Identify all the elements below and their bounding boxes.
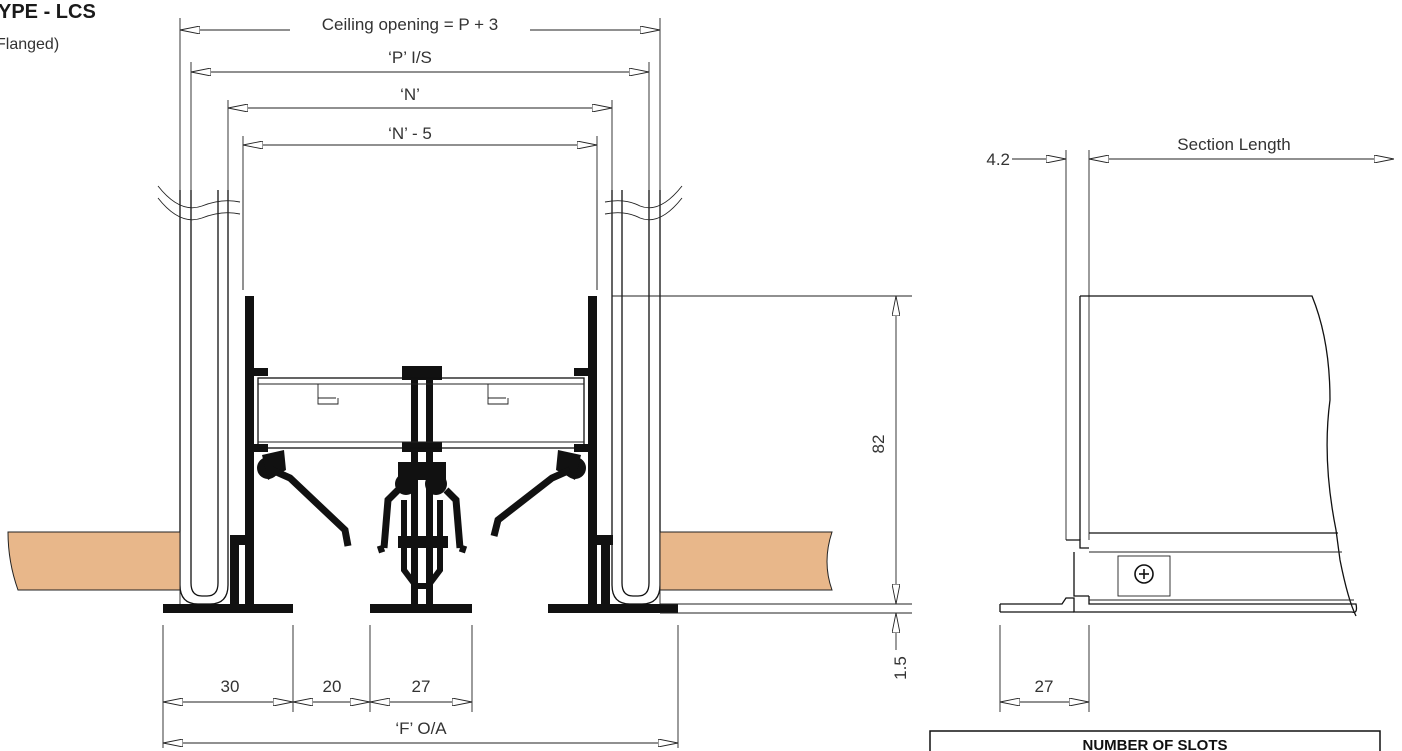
dimension-bottom-widths: 30 20 27 (162, 625, 679, 748)
dimension-height-82: 82 (612, 295, 912, 605)
dimension-n-minus-5: ‘N’ - 5 (242, 124, 598, 290)
dimension-side-4-2-label: 4.2 (986, 150, 1010, 169)
drawing-subtitle: Flanged) (0, 36, 59, 53)
drawing-title: YPE - LCS (0, 1, 96, 23)
diffuser-left-section (163, 296, 352, 613)
dimension-n-minus-5-label: ‘N’ - 5 (388, 124, 432, 143)
right-flange-walls (596, 185, 683, 605)
ceiling-board-right (659, 531, 833, 591)
dimension-height-82-label: 82 (869, 435, 888, 454)
dimension-side-27-label: 27 (1035, 677, 1054, 696)
slots-table-header: NUMBER OF SLOTS (1083, 737, 1228, 751)
dimension-p-is-label: ‘P’ I/S (388, 48, 432, 67)
slots-table: NUMBER OF SLOTS (929, 730, 1381, 751)
dimension-n-label: ‘N’ (400, 85, 420, 104)
ceiling-board-left (7, 531, 181, 591)
dimension-width-27-label: 27 (412, 677, 431, 696)
dimension-width-30-label: 30 (221, 677, 240, 696)
dimension-ceiling-opening-label: Ceiling opening = P + 3 (322, 15, 498, 34)
dimension-section-length-label: Section Length (1177, 135, 1290, 154)
dimension-n: ‘N’ (227, 85, 613, 190)
plenum-box (257, 377, 585, 449)
dimension-f-oa: ‘F’ O/A (163, 719, 678, 743)
dimension-width-20-label: 20 (323, 677, 342, 696)
diffuser-center-section (370, 366, 472, 613)
dimension-height-1-5: 1.5 (660, 612, 912, 680)
dimension-p-is: ‘P’ I/S (190, 48, 650, 190)
dimension-height-1-5-label: 1.5 (891, 656, 910, 680)
dimension-f-oa-label: ‘F’ O/A (395, 719, 447, 738)
dimension-ceiling-opening: Ceiling opening = P + 3 (179, 15, 661, 612)
side-view: 4.2 Section Length 27 (986, 135, 1394, 712)
diffuser-right-section (490, 296, 678, 613)
